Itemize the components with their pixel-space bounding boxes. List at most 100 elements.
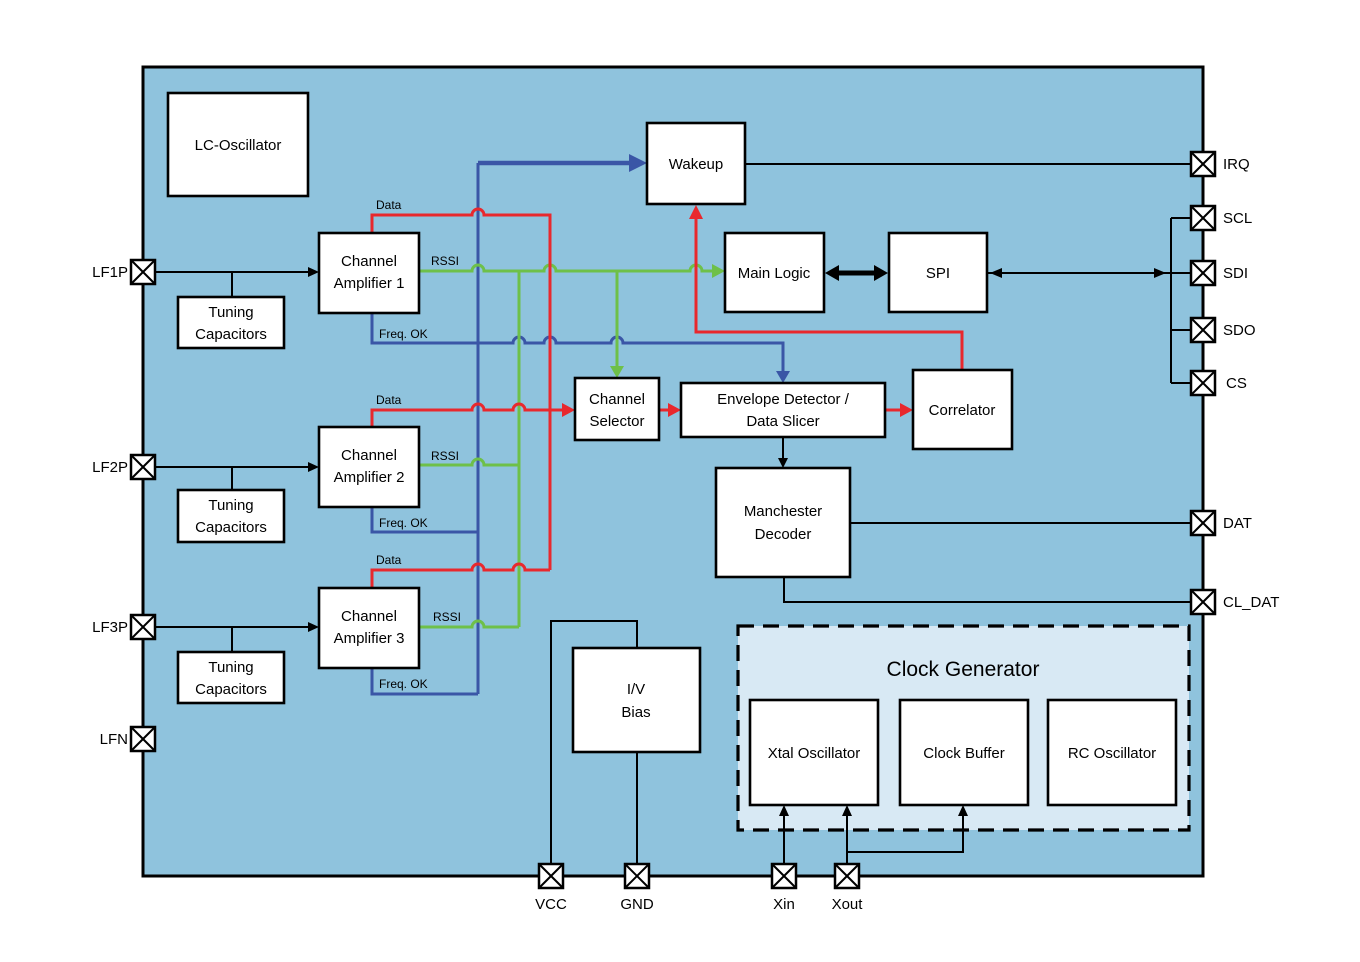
label-data-3: Data [376,553,402,567]
block-tuning-capacitors-1 [176,295,286,350]
clock-buffer-label: Clock Buffer [923,745,1004,762]
channel-selector-label-line1: Channel [589,391,645,408]
pin-sdo-icon [1189,316,1217,344]
arrow-rssi-mainlogic [712,264,725,278]
tuning-capacitors-3-label-line1: Tuning [208,659,253,676]
pin-irq-icon [1189,150,1217,178]
arrow-chselector-envdet [668,403,681,417]
pin-label-vcc: VCC [535,896,567,913]
block-main-logic [723,231,826,314]
pin-dat-icon [1189,509,1217,537]
arrow-envdet-correlator [900,403,913,417]
arrow-freqok-envdet [776,371,790,383]
channel-amplifier-1-label-line2: Amplifier 1 [334,275,405,292]
pin-label-sdo: SDO [1223,322,1256,339]
channel-selector-label-line2: Selector [589,413,644,430]
red-wires [370,207,964,588]
pin-label-cs: CS [1226,375,1247,392]
arrow-lf1p [308,267,319,277]
arrow-green-chselector [610,366,624,378]
pin-scl-icon [1189,204,1217,232]
channel-amplifier-3-label-line1: Channel [341,608,397,625]
xtal-oscillator-label: Xtal Oscillator [768,745,861,762]
block-channel-amplifier-3 [317,586,421,670]
channel-amplifier-2-label-line1: Channel [341,447,397,464]
iv-bias-label-line1: I/V [627,681,645,698]
arrow-xin-xtal [779,805,789,816]
manchester-decoder-label-line2: Decoder [755,526,812,543]
channel-amplifier-3-label-line2: Amplifier 3 [334,630,405,647]
wire-rssi3 [419,619,519,629]
spi-label: SPI [926,265,950,282]
arrow-mainlogic-to-spi [874,265,888,281]
block-channel-amplifier-2 [317,425,421,509]
label-freqok-3: Freq. OK [379,677,428,691]
correlator-label: Correlator [929,402,996,419]
pin-xout-icon [833,862,861,890]
wire-data1-redbus [370,207,552,570]
block-xtal-oscillator [748,698,880,807]
label-rssi-1: RSSI [431,254,459,268]
wire-correlator-wakeup [694,217,964,370]
pin-cs-icon [1189,369,1217,397]
envelope-detector-label-line2: Data Slicer [746,413,819,430]
block-tuning-capacitors-2 [176,488,286,544]
block-lc-oscillator [166,91,310,198]
wire-xout-clockbuffer [847,812,964,853]
pin-labels: LF1P LF2P LF3P LFN IRQ SCL SDI SDO CS DA… [92,156,1279,913]
arrow-lf3p [308,622,319,632]
block-wakeup [645,121,747,206]
wire-freqok2 [370,507,478,534]
rc-oscillator-label: RC Oscillator [1068,745,1156,762]
pin-sdi-icon [1189,259,1217,287]
block-spi [887,231,989,314]
wire-data2 [370,402,550,427]
label-freqok-1: Freq. OK [379,327,428,341]
pin-label-lf1p: LF1P [92,264,128,281]
block-correlator [911,368,1014,451]
label-rssi-2: RSSI [431,449,459,463]
pin-label-xin: Xin [773,896,795,913]
pin-label-lf2p: LF2P [92,459,128,476]
pin-lf1p-icon [129,258,157,286]
pin-lf3p-icon [129,613,157,641]
arrow-to-sdi [1154,268,1166,278]
pin-gnd-icon [623,862,651,890]
manchester-decoder-label-line1: Manchester [744,503,822,520]
pin-vcc-icon [537,862,565,890]
tuning-capacitors-3-label-line2: Capacitors [195,681,267,698]
arrow-lf2p [308,462,319,472]
pin-label-scl: SCL [1223,210,1252,227]
block-envelope-detector [679,381,887,439]
wire-cl-dat [783,577,1192,603]
tuning-capacitors-1-label-line1: Tuning [208,304,253,321]
pin-label-cl-dat: CL_DAT [1223,594,1279,611]
wire-rssi2 [419,457,519,467]
block-tuning-capacitors-3 [176,650,286,705]
label-data-1: Data [376,198,402,212]
lc-oscillator-label: LC-Oscillator [195,137,282,154]
main-logic-label: Main Logic [738,265,811,282]
envelope-detector-label-line1: Envelope Detector / [717,391,850,408]
block-iv-bias [571,646,702,754]
pin-lfn-icon [129,725,157,753]
wire-vcc [550,620,638,864]
tuning-capacitors-2-label-line2: Capacitors [195,519,267,536]
arrow-into-spi [990,268,1002,278]
label-rssi-3: RSSI [433,610,461,624]
block-channel-amplifier-1 [317,231,421,315]
label-freqok-2: Freq. OK [379,516,428,530]
wire-freqok3 [370,668,478,696]
channel-amplifier-1-label-line1: Channel [341,253,397,270]
block-manchester-decoder [714,466,852,579]
pin-label-lf3p: LF3P [92,619,128,636]
clock-generator-title: Clock Generator [887,658,1040,681]
wire-labels: Data RSSI Freq. OK Data RSSI Freq. OK Da… [376,198,461,691]
wakeup-label: Wakeup [669,156,723,173]
block-clock-buffer [898,698,1030,807]
pin-label-sdi: SDI [1223,265,1248,282]
arrow-correlator-wakeup [689,205,703,219]
arrow-xout-clockbuffer [958,805,968,816]
